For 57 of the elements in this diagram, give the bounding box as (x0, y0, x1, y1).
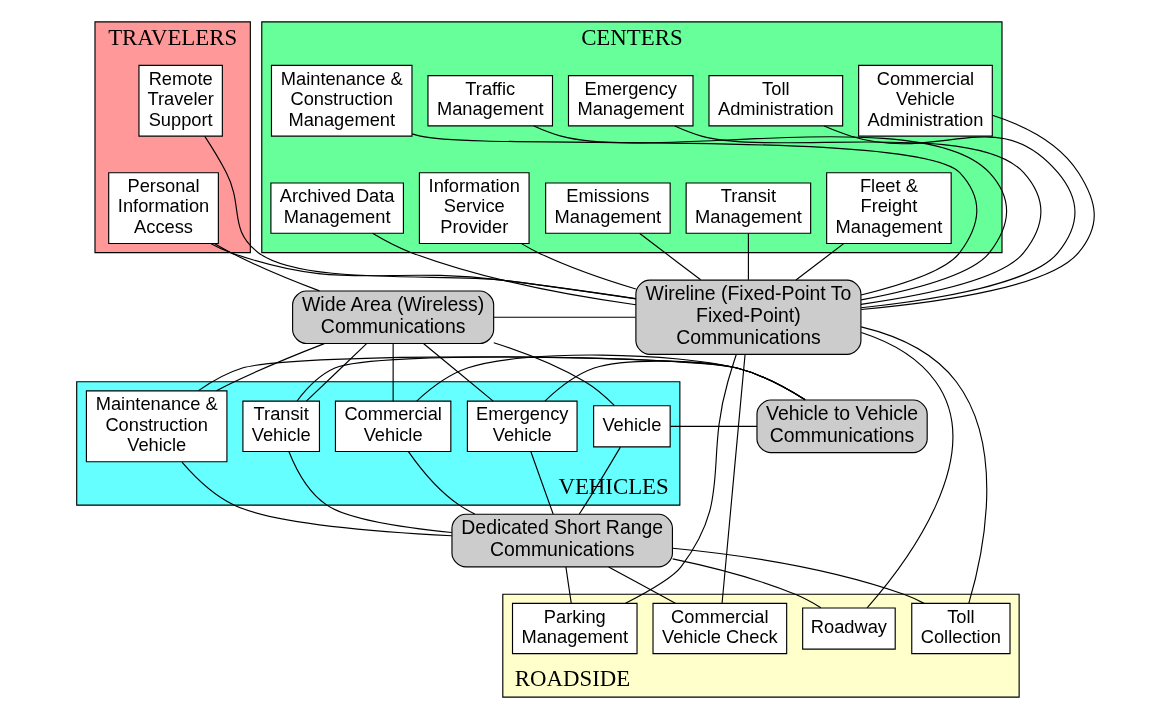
node-box: Wireline (Fixed-Point To Fixed-Point) Communications (634, 279, 861, 355)
connector (673, 125, 1041, 305)
connector (203, 135, 636, 300)
node-box: Emergency Management (567, 75, 694, 127)
node-box: Vehicle (592, 405, 671, 448)
connector (624, 353, 737, 604)
connector (210, 243, 636, 300)
node-box: Fleet & Freight Management (825, 172, 952, 245)
connector (638, 232, 701, 281)
connector (287, 450, 452, 534)
node-box: Emergency Vehicle (466, 400, 578, 453)
node-box: Emissions Management (544, 182, 671, 234)
connector (794, 243, 844, 281)
connector (564, 566, 572, 604)
connector (607, 566, 676, 604)
node-box: Toll Administration (707, 75, 843, 127)
connector (371, 232, 636, 306)
node-box: Roadway (801, 607, 896, 650)
connector (197, 356, 806, 401)
connector (407, 451, 475, 515)
connector (180, 461, 452, 537)
node-box: Archived Data Management (269, 182, 404, 234)
node-box: Transit Management (685, 182, 811, 234)
node-box: Personal Information Access (107, 172, 219, 245)
connector (671, 558, 821, 609)
connector (671, 547, 925, 604)
connector (721, 353, 746, 604)
node-box: Information Service Provider (418, 172, 530, 245)
node-box: Traffic Management (426, 75, 553, 127)
node-box: Wide Area (Wireless) Communications (291, 290, 494, 345)
connector (669, 425, 758, 427)
connector (305, 343, 367, 402)
node-box: Maintenance & Construction Vehicle (85, 390, 227, 463)
connector (492, 316, 636, 318)
connector (213, 243, 320, 292)
node-box: Remote Traveler Support (137, 64, 223, 137)
connector (860, 332, 953, 609)
node-box: Maintenance & Construction Management (270, 64, 413, 137)
node-box: Commercial Vehicle Administration (857, 64, 993, 137)
connector (411, 133, 977, 296)
connector (520, 243, 636, 290)
connector (422, 343, 494, 402)
node-box: Toll Collection (910, 602, 1011, 655)
node-box: Vehicle to Vehicle Communications (755, 399, 928, 454)
node-box: Transit Vehicle (241, 400, 320, 453)
node-box: Parking Management (511, 602, 638, 655)
connector (492, 342, 615, 406)
connector (529, 451, 554, 515)
connector (392, 343, 394, 402)
node-box: Commercial Vehicle Check (651, 602, 787, 655)
connector (215, 343, 325, 392)
node-box: Dedicated Short Range Communications (450, 513, 673, 568)
connector (747, 232, 749, 281)
connector (532, 125, 1007, 301)
connector (860, 326, 987, 604)
node-box: Commercial Vehicle (334, 400, 451, 453)
connector (860, 114, 1095, 311)
